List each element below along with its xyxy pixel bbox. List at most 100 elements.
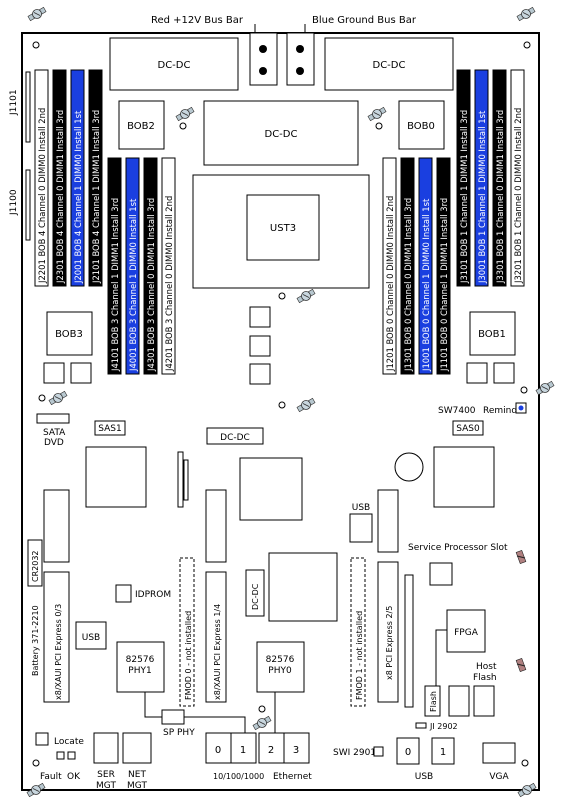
dimm-label-j1101: J1101 BOB 0 Channel 1 DIMM1 Install 3rd	[439, 198, 449, 372]
pci-slot-2-5	[377, 561, 399, 703]
dcdc-vertical	[245, 569, 265, 617]
dvd-label: DVD	[44, 438, 64, 448]
bob0-label: BOB0	[407, 121, 435, 132]
dcdc-top-right	[324, 37, 454, 91]
dimm-label-j1001: J1001 BOB 0 Channel 1 DIMM0 Install 1st	[421, 198, 431, 372]
dimm-slot-j4201	[161, 157, 176, 375]
sp-phy-chip	[161, 709, 185, 725]
cpu-label: UST3	[270, 223, 296, 234]
vga-label: VGA	[489, 772, 509, 782]
bob3-label: BOB3	[55, 329, 83, 340]
vga-port[interactable]	[482, 742, 516, 764]
ethernet-label: Ethernet	[273, 772, 312, 782]
ethernet-port-3[interactable]	[283, 732, 310, 764]
eth2-label: 2	[268, 745, 274, 756]
usb-left-label: USB	[82, 633, 100, 643]
ser-mgt-label-2: MGT	[96, 781, 116, 791]
sas1-chip	[85, 446, 147, 508]
usb-port-0[interactable]	[396, 737, 420, 765]
dimm-slot-j4301	[143, 157, 158, 375]
eth-speed-label: 10/100/1000	[213, 772, 264, 781]
dcdc-mid	[206, 427, 264, 445]
dimm-slot-j3001	[474, 69, 489, 287]
red-bus-bar	[249, 32, 278, 86]
bob2	[118, 100, 165, 150]
dimm-label-j4301: J4301 BOB 3 Channel 0 DIMM1 Install 3rd	[146, 198, 156, 372]
chip-center-lower	[268, 552, 338, 622]
host-flash-label-1: Host	[476, 662, 497, 672]
flash-chip	[424, 685, 441, 717]
service-processor-slot	[404, 574, 414, 708]
flash-label: Flash	[429, 691, 438, 712]
eth1-label: 1	[240, 745, 246, 756]
ethernet-port-1[interactable]	[230, 732, 257, 764]
ser-mgt-port[interactable]	[93, 732, 119, 764]
dimm-slot-j2301	[52, 69, 67, 287]
dimm-label-j1201: J1201 BOB 0 Channel 0 DIMM0 Install 2nd	[385, 196, 395, 372]
dcdc-label: DC-DC	[158, 60, 191, 71]
sw2901-label: SWI 2901	[333, 748, 376, 758]
dimm-label-j2001: J2001 BOB 4 Channel 1 DIMM0 Install 1st	[73, 110, 83, 284]
ji2902-label: JI 2902	[429, 722, 458, 731]
phy1-chip	[116, 641, 165, 693]
pci-slot-0-3	[43, 571, 70, 703]
dcdc-label: DC-DC	[373, 60, 406, 71]
j1100-label: J1100	[9, 189, 19, 216]
dcdc-label: DC-DC	[220, 433, 250, 443]
ethernet-port-0[interactable]	[205, 732, 232, 764]
slot-left-upper	[43, 489, 70, 563]
dimm-label-j2201: J2201 BOB 4 Channel 0 DIMM0 Install 2nd	[37, 108, 47, 284]
blue-bus-bar	[286, 32, 315, 86]
service-processor-label: Service Processor Slot	[408, 543, 508, 553]
sw2901-switch[interactable]	[373, 746, 384, 757]
bob2-label: BOB2	[127, 121, 155, 132]
bob3	[46, 311, 93, 356]
ok-led	[67, 751, 76, 760]
dimm-label-j4101: J4101 BOB 3 Channel 1 DIMM1 Install 3rd	[110, 198, 120, 372]
cr2032-battery	[27, 539, 43, 587]
eth3-label: 3	[293, 745, 299, 756]
pci-right-label: x8 PCI Express 2/5	[385, 606, 394, 680]
slot-right-upper	[377, 489, 399, 553]
net-mgt-label-1: NET	[128, 770, 146, 780]
bob1-label: BOB1	[478, 329, 506, 340]
dimm-slot-j4101	[107, 157, 122, 375]
usb-bottom-label: USB	[415, 772, 433, 782]
phy1-label-a: 82576	[126, 655, 155, 665]
dimm-label-j3101: J3101 BOB 1 Channel 1 DIMM1 Install 3rd	[459, 110, 469, 284]
dcdc-center	[203, 100, 359, 166]
locate-label: Locate	[54, 737, 84, 747]
usb1-label: 1	[440, 747, 446, 758]
pci-slot-1-4	[205, 571, 227, 703]
usb-port-1[interactable]	[431, 737, 455, 765]
dimm-slot-j3301	[492, 69, 507, 287]
fmod1-label: FMOD 1 - not installed	[355, 611, 364, 700]
bob1	[469, 311, 516, 356]
cr2032-label: CR2032	[31, 550, 40, 582]
dimm-group-right-inner: J1201 BOB 0 Channel 0 DIMM0 Install 2nd J…	[382, 157, 451, 375]
dimm-group-left-inner: J4101 BOB 3 Channel 1 DIMM1 Install 3rd J…	[107, 157, 176, 375]
bob0	[398, 100, 445, 150]
net-mgt-port[interactable]	[122, 732, 152, 764]
dimm-slot-j3101	[456, 69, 471, 287]
blue-bus-bar-label: Blue Ground Bus Bar	[312, 15, 417, 26]
locate-button[interactable]	[35, 732, 49, 746]
dimm-slot-j1201	[382, 157, 397, 375]
phy0-label-b: PHY0	[268, 666, 292, 676]
dcdc-top-left	[109, 37, 239, 91]
fmod0-label: FMOD 0 - not installed	[184, 611, 193, 700]
sas1-connector	[94, 420, 126, 436]
dcdc-label: DC-DC	[265, 129, 298, 140]
battery-label: Battery 371-2210	[31, 605, 40, 676]
ok-label: OK	[67, 772, 81, 782]
usb-left	[75, 621, 107, 650]
dimm-label-j2301: J2301 BOB 4 Channel 0 DIMM1 Install 3rd	[55, 110, 65, 284]
dcdc-label: DC-DC	[251, 583, 260, 610]
sw7400-label: SW7400	[438, 406, 476, 416]
fpga-label: FPGA	[454, 628, 479, 638]
dimm-label-j3301: J3301 BOB 1 Channel 0 DIMM1 Install 3rd	[495, 110, 505, 284]
usb0-label: 0	[405, 747, 411, 758]
net-mgt-label-2: MGT	[127, 781, 147, 791]
dimm-slot-j1301	[400, 157, 415, 375]
